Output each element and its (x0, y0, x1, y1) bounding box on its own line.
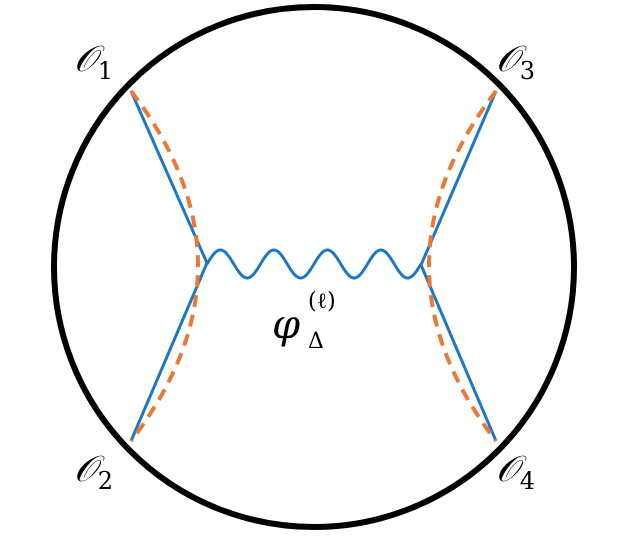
leg-o1 (129, 90, 209, 264)
geodesic-left (129, 89, 200, 443)
operator-label-2: 𝒪2 (74, 449, 113, 495)
boundary-circle (51, 4, 577, 530)
leg-o4 (419, 264, 498, 442)
operator-label-1: 𝒪1 (74, 39, 113, 85)
leg-o3 (419, 90, 498, 266)
bulk-propagator (205, 248, 423, 280)
leg-o2 (129, 262, 209, 442)
operator-label-4: 𝒪4 (496, 449, 535, 495)
geodesic-right (427, 89, 498, 443)
exchanged-field-label: φ (ℓ) Δ (272, 289, 336, 354)
operator-label-3: 𝒪3 (496, 39, 535, 85)
